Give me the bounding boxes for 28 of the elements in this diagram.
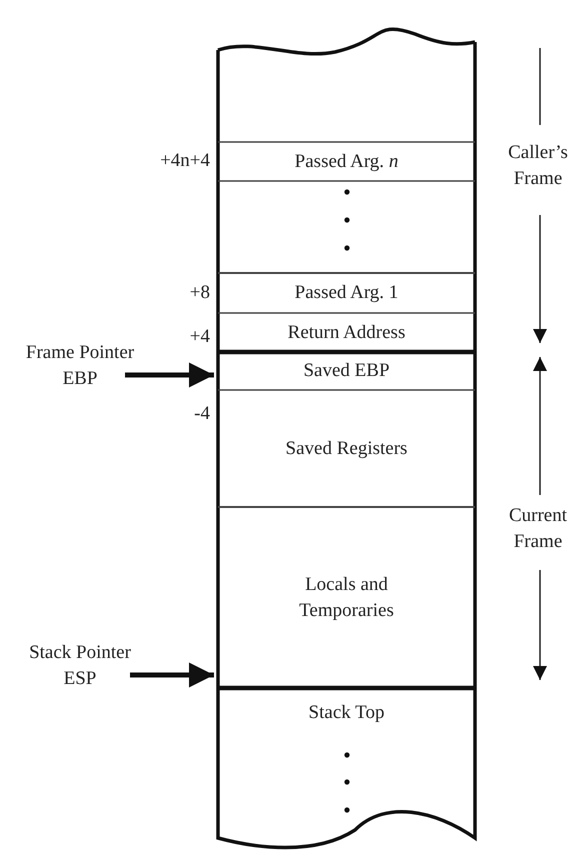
stack-cell (215, 390, 478, 507)
offset-label: +4 (188, 326, 210, 348)
stack-cell (215, 688, 478, 850)
stack-cell (215, 181, 478, 273)
pointer-arrow (125, 362, 214, 388)
pointer-arrow (130, 662, 214, 688)
pointer-label: Frame Pointer (24, 341, 136, 365)
stack-cell (215, 273, 478, 313)
register-label: ESP (62, 667, 98, 691)
register-label: EBP (62, 367, 98, 391)
cell-label: Stack Top (308, 701, 386, 725)
cell-label: Return Address (286, 320, 406, 344)
stack-cell (215, 142, 478, 181)
stack-cell (215, 313, 478, 352)
cell-label: Passed Arg. 1 (294, 281, 400, 305)
stack-cell (215, 30, 478, 142)
stack-cell (215, 352, 478, 390)
offset-label: -4 (193, 403, 210, 425)
offset-label: +8 (188, 282, 210, 304)
offset-label: +4n+4 (159, 150, 210, 172)
cell-label: Locals and Temporaries (298, 572, 395, 622)
cell-label: Saved Registers (284, 436, 408, 460)
stack-cell (215, 507, 478, 688)
pointer-label: Stack Pointer (28, 641, 132, 665)
cell-label: Saved EBP (302, 359, 391, 383)
frame-label: Caller’s Frame (507, 141, 569, 191)
cell-label: Passed Arg. n (294, 150, 400, 174)
frame-label: Current Frame (508, 504, 568, 554)
